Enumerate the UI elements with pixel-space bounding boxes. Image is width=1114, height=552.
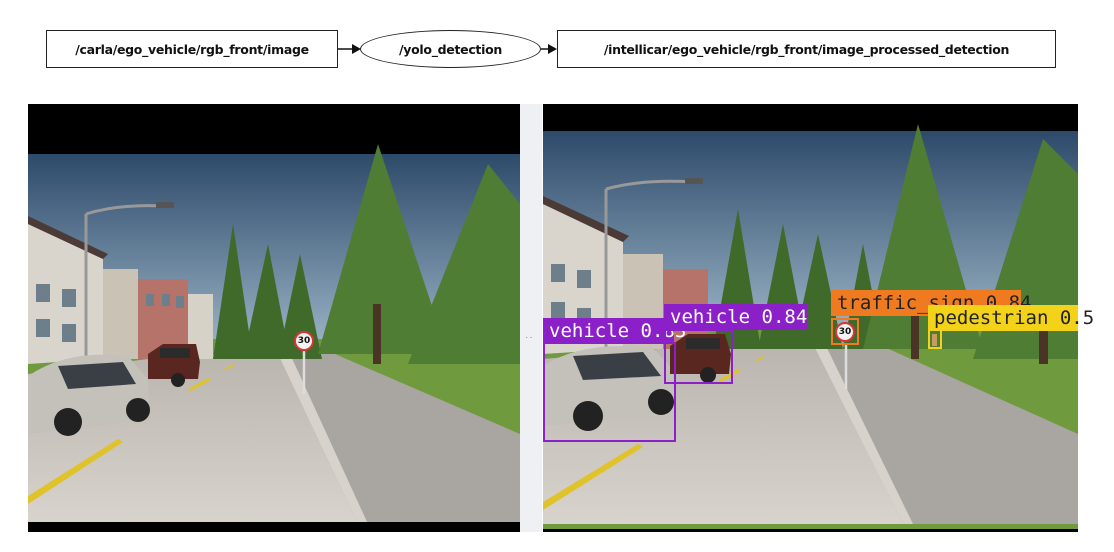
- detection-label-vehicle-1: vehicle 0.83: [543, 318, 686, 344]
- detection-box-traffic-sign: [831, 318, 859, 345]
- output-topic-node[interactable]: /intellicar/ego_vehicle/rgb_front/image_…: [557, 30, 1056, 68]
- detection-label-vehicle-2: vehicle 0.84: [664, 304, 807, 330]
- raw-camera-frame: 30: [28, 104, 520, 532]
- processed-car-silver: [543, 346, 675, 431]
- panel-divider: [520, 104, 542, 532]
- processed-car-red: [670, 334, 731, 383]
- detection-label-pedestrian: pedestrian 0.5: [928, 305, 1094, 331]
- raw-scene-drawing: [28, 104, 520, 532]
- divider-handle-icon: ··: [525, 332, 534, 343]
- detection-box-vehicle-2: [664, 329, 733, 384]
- processed-camera-frame: vehicle 0.83 vehicle 0.84 traffic_sign 0…: [543, 104, 1094, 532]
- raw-speed-sign-text: 30: [297, 336, 311, 346]
- detection-box-vehicle-1: [543, 342, 676, 442]
- yolo-detection-node[interactable]: /yolo_detection: [360, 30, 541, 68]
- raw-car-silver: [28, 354, 150, 436]
- processed-speed-sign-text: 30: [838, 327, 852, 337]
- raw-speed-sign: 30: [294, 331, 314, 351]
- detection-box-pedestrian: [928, 329, 942, 349]
- yolo-detection-label: /yolo_detection: [399, 41, 502, 57]
- processed-speed-sign: 30: [835, 322, 855, 342]
- input-topic-label: /carla/ego_vehicle/rgb_front/image: [75, 41, 309, 57]
- input-topic-node[interactable]: /carla/ego_vehicle/rgb_front/image: [46, 30, 338, 68]
- raw-car-red: [148, 344, 200, 387]
- output-topic-label: /intellicar/ego_vehicle/rgb_front/image_…: [603, 41, 1010, 57]
- edge-arrowhead-2: [548, 44, 557, 54]
